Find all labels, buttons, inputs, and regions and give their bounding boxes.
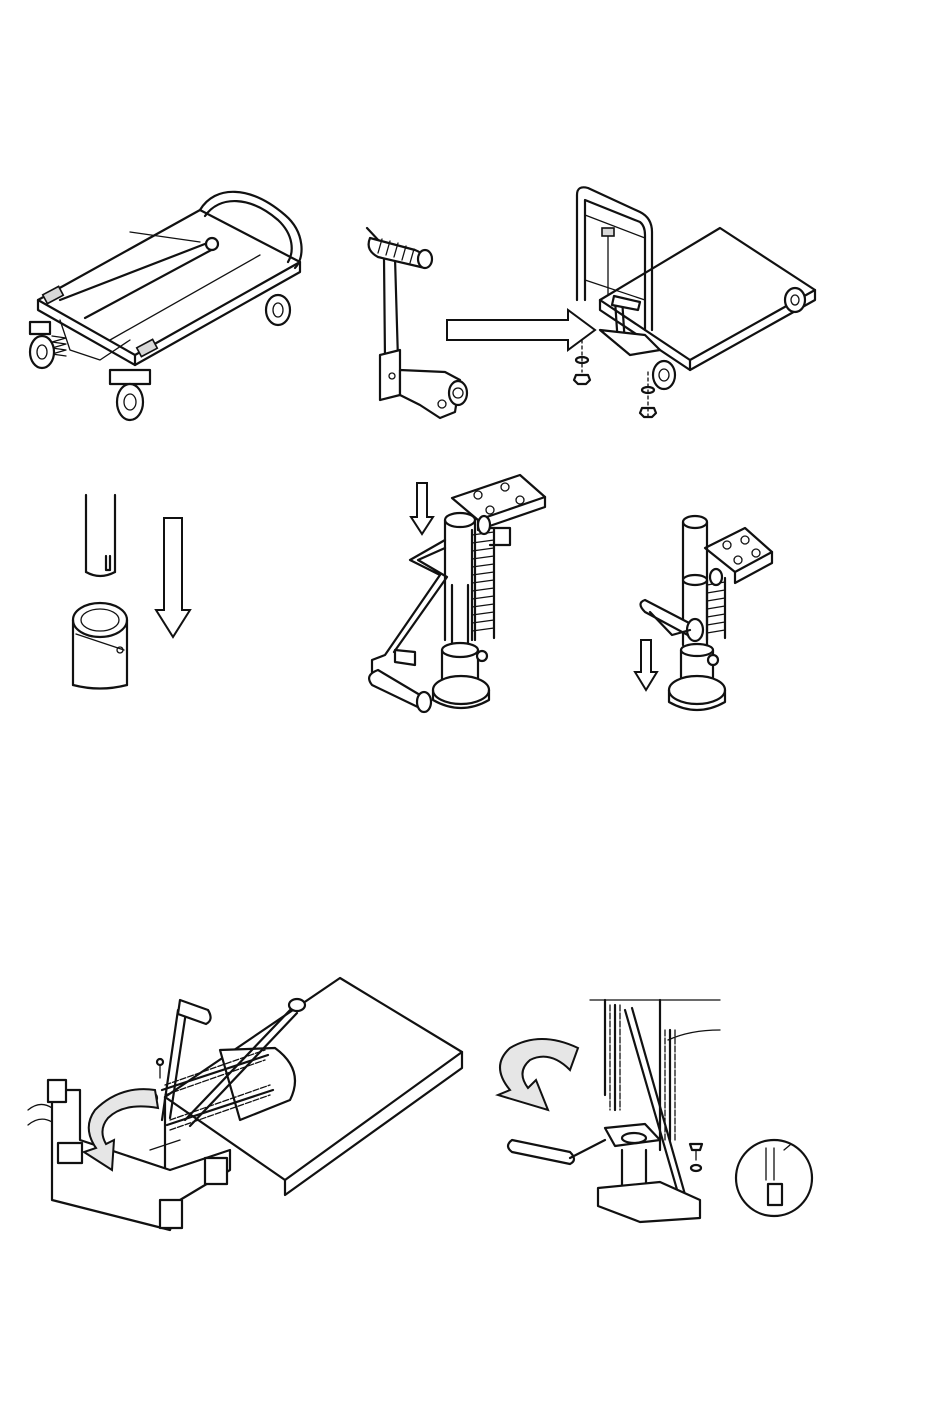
grip-icon [508,1140,574,1164]
curved-arrow-icon [498,1039,578,1110]
magnifier-detail-icon [736,1140,812,1216]
grip-icon [369,238,432,268]
platform-top [165,978,462,1180]
tube-insert-figure [73,495,190,689]
down-arrow-icon [156,518,190,637]
spring-icon [707,569,725,640]
cart-underside-figure [30,192,302,420]
down-arrow-icon [411,483,433,534]
cart-assembled-figure [574,187,815,420]
pump-cylinder-raised-figure [369,475,545,712]
nut-icon [574,375,656,417]
right-arrow-icon [447,310,595,350]
down-arrow-icon [635,640,657,690]
platform-chain-rotate-figure [28,978,462,1230]
pump-cylinder-lowered-figure [635,516,772,710]
pump-detail-rotate-figure [498,1000,812,1222]
